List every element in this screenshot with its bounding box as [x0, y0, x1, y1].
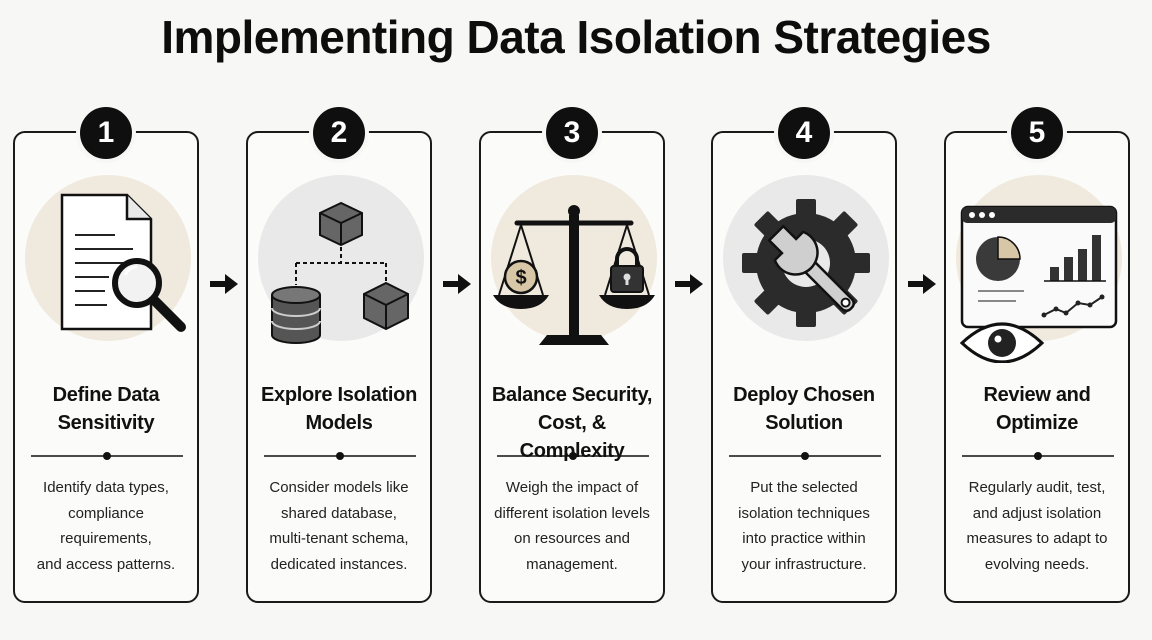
- step-heading: Explore Isolation Models: [260, 384, 418, 434]
- step-description: Put the selected isolation techniques in…: [738, 479, 870, 573]
- page-title: Implementing Data Isolation Strategies: [161, 11, 991, 63]
- divider: [31, 452, 183, 460]
- divider: [962, 452, 1114, 460]
- step-number-badge: 5: [1007, 103, 1067, 163]
- database-cubes-icon: [271, 201, 409, 344]
- arrow-right-icon: [675, 274, 703, 294]
- step-card-2: Explore Isolation Models Consider models…: [246, 131, 432, 603]
- step-description: Regularly audit, test, and adjust isolat…: [966, 479, 1108, 573]
- step-card-5: Review and Optimize Regularly audit, tes…: [944, 131, 1130, 603]
- arrow-right-icon: [210, 274, 238, 294]
- step-number-badge: 3: [542, 103, 602, 163]
- step-card-4: Deploy Chosen Solution Put the selected …: [711, 131, 897, 603]
- step-heading: Deploy Chosen Solution: [733, 384, 875, 434]
- balance-scale-icon: $: [493, 205, 655, 345]
- step-heading: Review and Optimize: [983, 384, 1091, 434]
- step-number-badge: 1: [76, 103, 136, 163]
- document-magnifier-icon: [60, 193, 186, 332]
- step-description: Identify data types, compliance requirem…: [36, 479, 176, 573]
- dashboard-eye-icon: [959, 205, 1118, 363]
- step-number-badge: 2: [309, 103, 369, 163]
- divider: [264, 452, 416, 460]
- step-heading: Define Data Sensitivity: [52, 384, 160, 434]
- step-description: Weigh the impact of different isolation …: [494, 479, 650, 573]
- gear-wrench-icon: [742, 199, 870, 327]
- divider: [497, 452, 649, 460]
- step-heading: Balance Security, Cost, & Complexity: [491, 384, 653, 462]
- step-number-badge: 4: [774, 103, 834, 163]
- arrow-right-icon: [908, 274, 936, 294]
- arrow-right-icon: [443, 274, 471, 294]
- step-card-1: Define Data Sensitivity Identify data ty…: [13, 131, 199, 603]
- svg-text:$: $: [515, 267, 526, 289]
- step-card-3: $ Balance Security, Cost, & Complexity W…: [479, 131, 665, 603]
- divider: [729, 452, 881, 460]
- step-description: Consider models like shared database, mu…: [269, 479, 409, 573]
